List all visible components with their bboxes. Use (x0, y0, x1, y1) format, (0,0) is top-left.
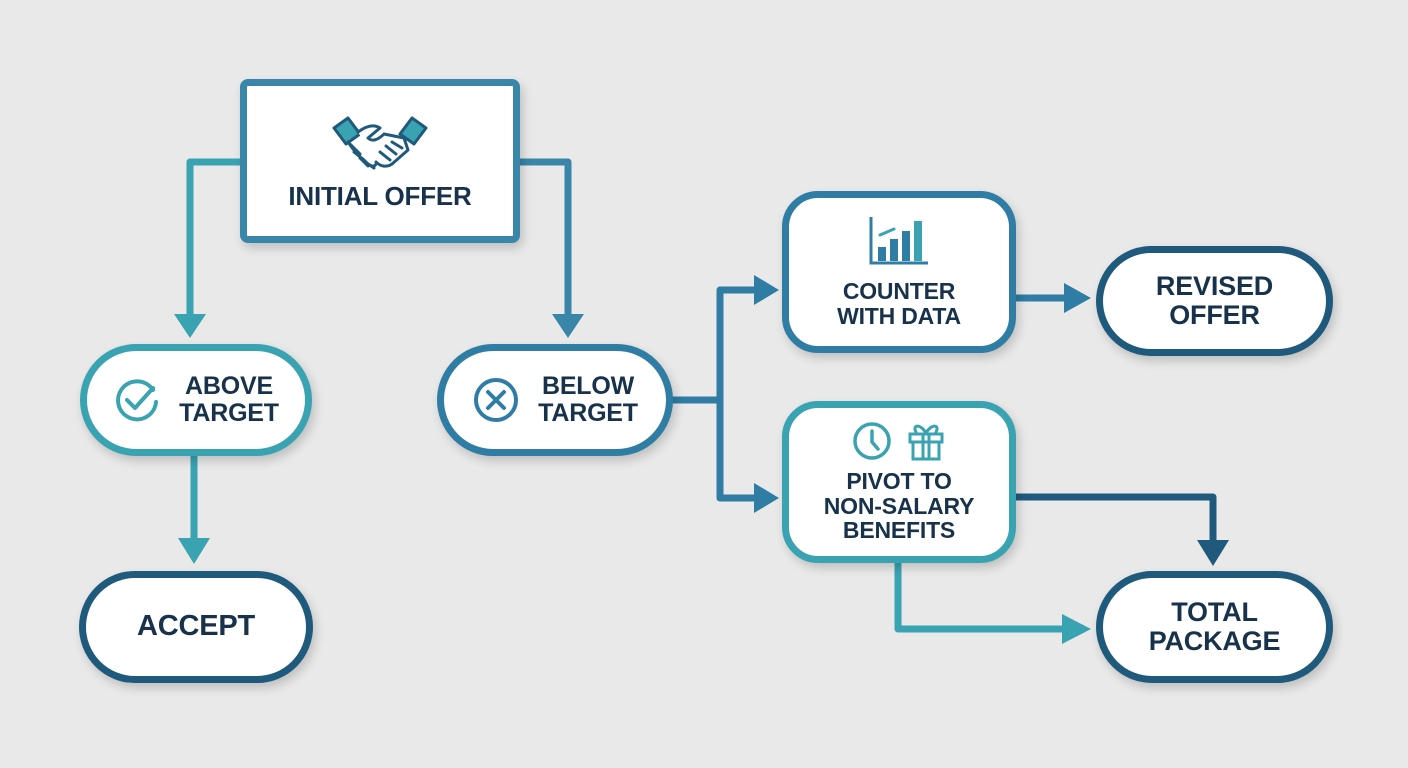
arrowhead (1062, 614, 1091, 644)
handshake-icon (330, 112, 430, 172)
node-pivot-benefits[interactable]: PIVOT TO NON-SALARY BENEFITS (782, 401, 1016, 563)
arrowhead (552, 314, 584, 338)
arrowhead (178, 538, 210, 564)
bar-chart-icon (868, 215, 930, 267)
node-counter-line1: COUNTER (842, 278, 956, 305)
node-pivot-line2: NON-SALARY (823, 492, 975, 519)
edge-pivot-to-total-bottom (894, 562, 1091, 644)
clock-icon (852, 421, 892, 461)
node-pivot-line1: PIVOT TO (846, 467, 952, 494)
check-circle-icon (113, 376, 161, 424)
node-below-target[interactable]: BELOW TARGET (437, 344, 673, 456)
node-revised-line2: OFFER (1169, 300, 1260, 330)
edge-above-to-accept (178, 455, 210, 564)
node-counter-line2: WITH DATA (837, 303, 961, 329)
node-above-target-line2: TARGET (179, 399, 279, 427)
arrowhead (174, 314, 206, 338)
edge-pivot-to-total-top (1015, 493, 1229, 566)
node-total-line1: TOTAL (1171, 596, 1258, 627)
edge-counter-to-revised (1015, 283, 1091, 313)
node-pivot-line3: BENEFITS (842, 517, 956, 544)
edge-below-to-branches (672, 275, 779, 513)
edge-initial-to-above (174, 158, 242, 338)
node-below-target-line1: BELOW (541, 372, 635, 400)
node-accept[interactable]: ACCEPT (79, 571, 313, 683)
edge-initial-to-below (518, 158, 584, 338)
node-revised-offer[interactable]: REVISED OFFER (1096, 246, 1333, 356)
node-above-target[interactable]: ABOVE TARGET (80, 344, 312, 456)
node-total-package[interactable]: TOTAL PACKAGE (1096, 571, 1333, 683)
arrowhead (1064, 283, 1091, 313)
node-revised-line1: REVISED (1155, 270, 1274, 301)
node-total-line2: PACKAGE (1148, 626, 1281, 656)
node-initial-offer-label: INITIAL OFFER (288, 180, 472, 211)
arrowhead (754, 483, 779, 513)
node-initial-offer[interactable]: INITIAL OFFER (240, 79, 520, 243)
arrowhead (754, 275, 779, 305)
node-counter-with-data[interactable]: COUNTER WITH DATA (782, 191, 1016, 353)
x-circle-icon (472, 376, 520, 424)
node-above-target-line1: ABOVE (185, 372, 273, 400)
gift-icon (906, 421, 946, 461)
node-below-target-line2: TARGET (538, 399, 638, 427)
node-accept-label: ACCEPT (136, 610, 256, 643)
arrowhead (1197, 540, 1229, 566)
